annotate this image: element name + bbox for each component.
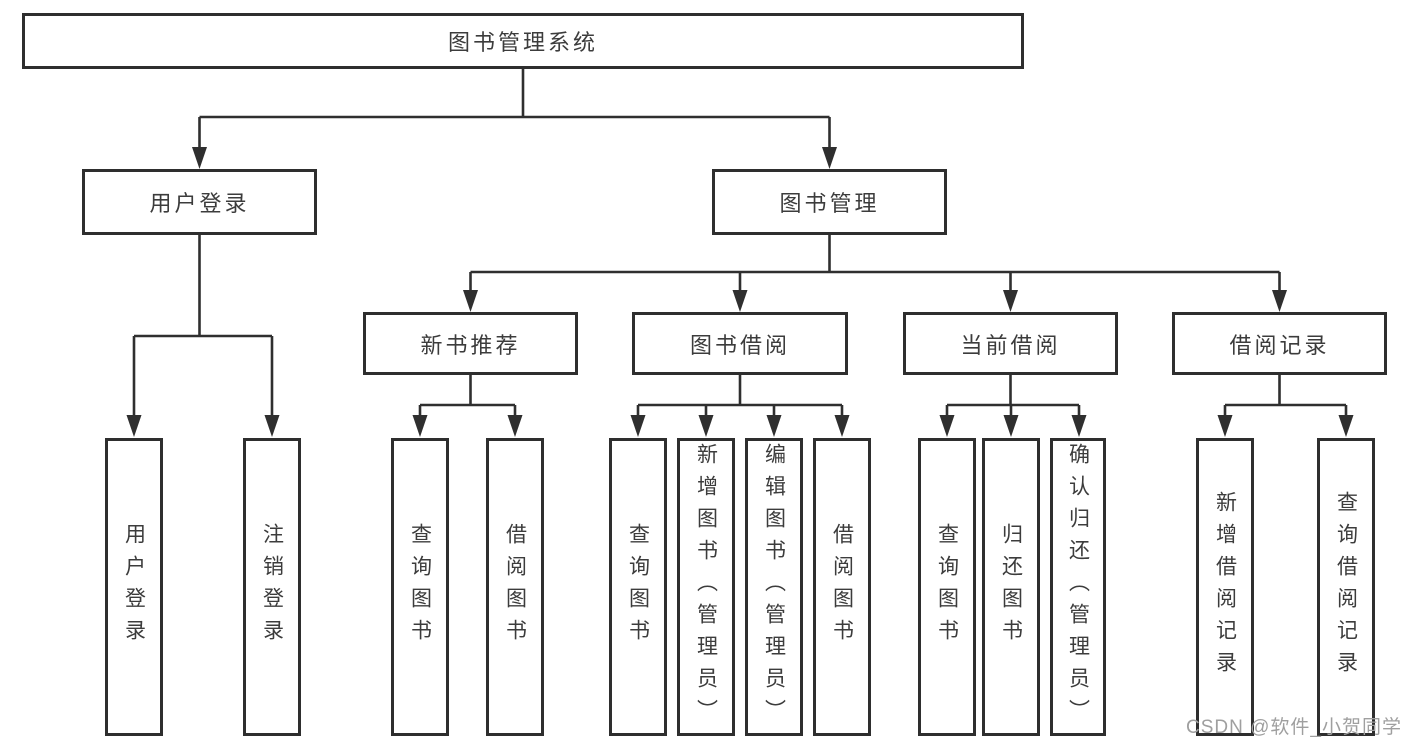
leaf-query-borrow-record: 查询借阅记录 (1317, 438, 1375, 736)
node-root-label: 图书管理系统 (447, 30, 598, 55)
node-user-login: 用户登录 (82, 169, 317, 235)
node-book-borrow-label: 图书借阅 (689, 332, 790, 358)
connector-book-management-to-sections (463, 235, 1287, 312)
leaf-query-books-current-label: 查询图书 (935, 523, 959, 651)
leaf-borrow-books: 借阅图书 (813, 438, 871, 736)
leaf-return-books-label: 归还图书 (999, 523, 1023, 651)
leaf-borrow-books-recommend: 借阅图书 (486, 438, 544, 736)
leaf-logout-label: 注销登录 (260, 523, 284, 651)
leaf-query-books-recommend: 查询图书 (391, 438, 449, 736)
node-borrow-record-label: 借阅记录 (1229, 332, 1330, 358)
node-current-borrow: 当前借阅 (903, 312, 1118, 375)
connector-current-borrow-to-leaves (939, 375, 1087, 437)
connector-user-login-to-leaves (126, 235, 280, 437)
node-book-borrow: 图书借阅 (632, 312, 848, 375)
node-book-management-label: 图书管理 (779, 191, 880, 216)
leaf-user-login: 用户登录 (105, 438, 163, 736)
node-root: 图书管理系统 (22, 13, 1024, 69)
leaf-confirm-return-admin: 确认归还（管理员） (1050, 438, 1106, 736)
connector-borrow-record-to-leaves (1217, 375, 1354, 437)
leaf-add-borrow-record: 新增借阅记录 (1196, 438, 1254, 736)
csdn-watermark: CSDN @软件_小贺同学 (1186, 717, 1402, 738)
node-user-login-label: 用户登录 (149, 191, 250, 216)
leaf-edit-books-admin: 编辑图书（管理员） (745, 438, 803, 736)
leaf-query-books-borrow-label: 查询图书 (626, 523, 650, 651)
connector-root-to-level2 (192, 69, 837, 169)
leaf-return-books: 归还图书 (982, 438, 1040, 736)
leaf-edit-books-admin-label: 编辑图书（管理员） (762, 443, 786, 731)
leaf-query-books-recommend-label: 查询图书 (408, 523, 432, 651)
leaf-user-login-label: 用户登录 (122, 523, 146, 651)
leaf-query-books-borrow: 查询图书 (609, 438, 667, 736)
connector-new-book-to-leaves (412, 375, 523, 437)
node-book-management: 图书管理 (712, 169, 947, 235)
leaf-query-borrow-record-label: 查询借阅记录 (1334, 491, 1358, 683)
leaf-add-books-admin-label: 新增图书（管理员） (694, 443, 718, 731)
node-current-borrow-label: 当前借阅 (960, 332, 1061, 358)
node-new-book-recommend: 新书推荐 (363, 312, 578, 375)
leaf-borrow-books-label: 借阅图书 (830, 523, 854, 651)
leaf-borrow-books-recommend-label: 借阅图书 (503, 523, 527, 651)
connector-book-borrow-to-leaves (630, 375, 850, 437)
leaf-logout: 注销登录 (243, 438, 301, 736)
leaf-add-books-admin: 新增图书（管理员） (677, 438, 735, 736)
leaf-add-borrow-record-label: 新增借阅记录 (1213, 491, 1237, 683)
node-borrow-record: 借阅记录 (1172, 312, 1387, 375)
leaf-query-books-current: 查询图书 (918, 438, 976, 736)
node-new-book-recommend-label: 新书推荐 (420, 332, 521, 358)
leaf-confirm-return-admin-label: 确认归还（管理员） (1066, 443, 1090, 731)
